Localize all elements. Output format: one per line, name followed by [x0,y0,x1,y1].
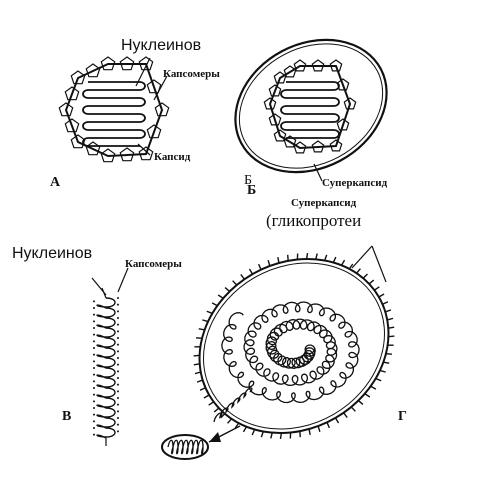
capsomere-dot [117,350,119,353]
panel-letter-b-bold: Б [247,183,256,198]
capsomere-dot [117,343,119,346]
capsomere-dot [93,393,95,396]
virion-v: Нуклеинов Капсомеры В [12,245,182,446]
helix-strand [96,297,116,439]
capsomere-dot [93,333,95,336]
panel-letter-a: А [50,175,61,190]
pointer-capsomeres-v [117,267,129,293]
capsomere-dot [93,360,95,363]
capsomere-dot [93,313,95,316]
capsomere-dot [93,407,95,409]
label-supercapsid-g: Суперкапсид [291,197,357,209]
capsomere-dot [117,303,119,306]
pointer-nucleic-a [135,57,151,87]
capsomere-dot [93,347,95,349]
capsomere-dot [117,297,119,299]
capsomere-dot [117,423,119,426]
capsomere-dot [117,397,119,399]
capsomere-dot [93,427,95,429]
capsomere-dot [117,337,119,339]
capsomere-dot [117,383,119,386]
capsomere-dot [93,307,95,309]
capsomere-dot [117,317,119,319]
capsomere-dot [117,357,119,359]
capsid-b [268,65,352,150]
capsomere-dot [117,310,119,313]
label-nucleic-a: Нуклеинов [121,37,201,54]
virion-g: Суперкапсид (гликопротеи Г [161,197,407,460]
label-capsid-a: Капсид [154,151,191,163]
capsomere-dot [93,420,95,423]
capsomere-dot [93,300,95,303]
supercapsid-b-inner [238,43,384,169]
label-glyco-g: (гликопротеи [266,211,361,230]
capsomere-dot [93,380,95,383]
virion-b: Б Б Суперкапсид [234,38,388,198]
virion-a: Нуклеинов Капсомеры Капсид А [50,37,220,190]
supercapsid-g [198,258,390,434]
label-capsomeres-v: Капсомеры [125,258,182,270]
arrow-head-g [209,432,221,442]
pointer-supercapsid-b [313,163,323,182]
label-nucleic-v: Нуклеинов [12,245,92,262]
capsomere-dot [117,417,119,419]
released-nucleocapsid-g [161,434,209,460]
nucleocapsid-spiral-g [213,301,360,423]
released-coil-g [167,439,204,455]
nucleic-acid-strand [82,81,146,147]
supercapsid-b [234,38,388,174]
supercapsid-g-inner [203,262,385,430]
capsomere-dot [93,400,95,403]
capsomere-dot [117,323,119,326]
panel-letter-g: Г [398,409,407,424]
capsomere-dot [93,367,95,369]
label-supercapsid-b: Суперкапсид [322,177,388,189]
capsomere-dot [93,327,95,329]
pointer-nucleic-v [91,277,107,296]
label-capsomeres-a: Капсомеры [163,68,220,80]
capsomere-dot [117,363,119,366]
capsomere-dot [117,403,119,406]
capsomere-dot [117,330,119,333]
nucleic-acid-b [280,81,340,139]
capsomere-dot [93,320,95,323]
capsomere-dot [117,377,119,379]
nucleic-acid-strand [280,81,340,139]
capsomere-dot [117,370,119,373]
capsomere-dot [117,430,119,433]
capsomere-dot [117,410,119,413]
capsomere-dot [93,353,95,356]
capsomere-dot [93,433,95,436]
helix-v [93,287,119,446]
pointer-glyco-g-2 [371,245,387,283]
released-coil-strand [167,439,204,455]
pointer-capsomeres-a [153,75,168,101]
capsomere-dot [93,340,95,343]
nucleocapsid-coil [221,301,360,404]
panel-letter-b-light: Б [244,173,252,188]
capsomere-dot [93,387,95,389]
nucleocapsid-tail [213,387,253,423]
panel-letter-v: В [62,409,71,424]
capsid-a [64,63,164,158]
pointer-capsid-a [137,143,151,156]
capsomere-dot [93,373,95,376]
nucleic-acid-a [82,81,146,147]
capsomere-dot [117,390,119,393]
glycoprotein-spikes-g [193,252,395,440]
capsomere-dot [93,413,95,416]
pointer-glyco-g-1 [351,245,373,269]
